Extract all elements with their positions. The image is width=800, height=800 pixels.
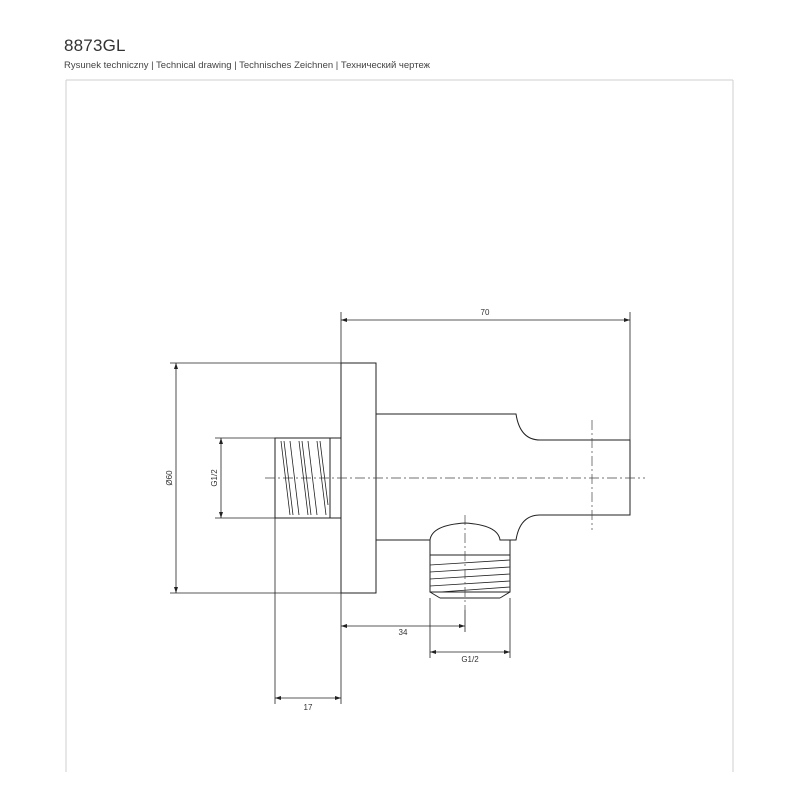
outlet-body: [429, 522, 511, 593]
model-title: 8873GL: [64, 36, 126, 55]
dim-length-label: 70: [481, 308, 490, 317]
dim-outlet-thread-label: G1/2: [461, 655, 479, 664]
outlet-thread: [429, 559, 511, 593]
dim-diameter-label: Ø60: [165, 470, 174, 486]
dimension-lines: [170, 312, 631, 704]
drawing-subtitle: Rysunek techniczny | Technical drawing |…: [64, 60, 431, 71]
dim-outlet-offset-label: 34: [399, 628, 408, 637]
main-body: [376, 413, 631, 541]
dim-back-thread-label: G1/2: [210, 469, 219, 487]
drawing-frame: [65, 79, 734, 772]
part-outline: [274, 362, 631, 599]
dimension-arrows: [174, 318, 630, 700]
dim-thread-depth-label: 17: [304, 703, 313, 712]
center-lines: [265, 420, 645, 610]
